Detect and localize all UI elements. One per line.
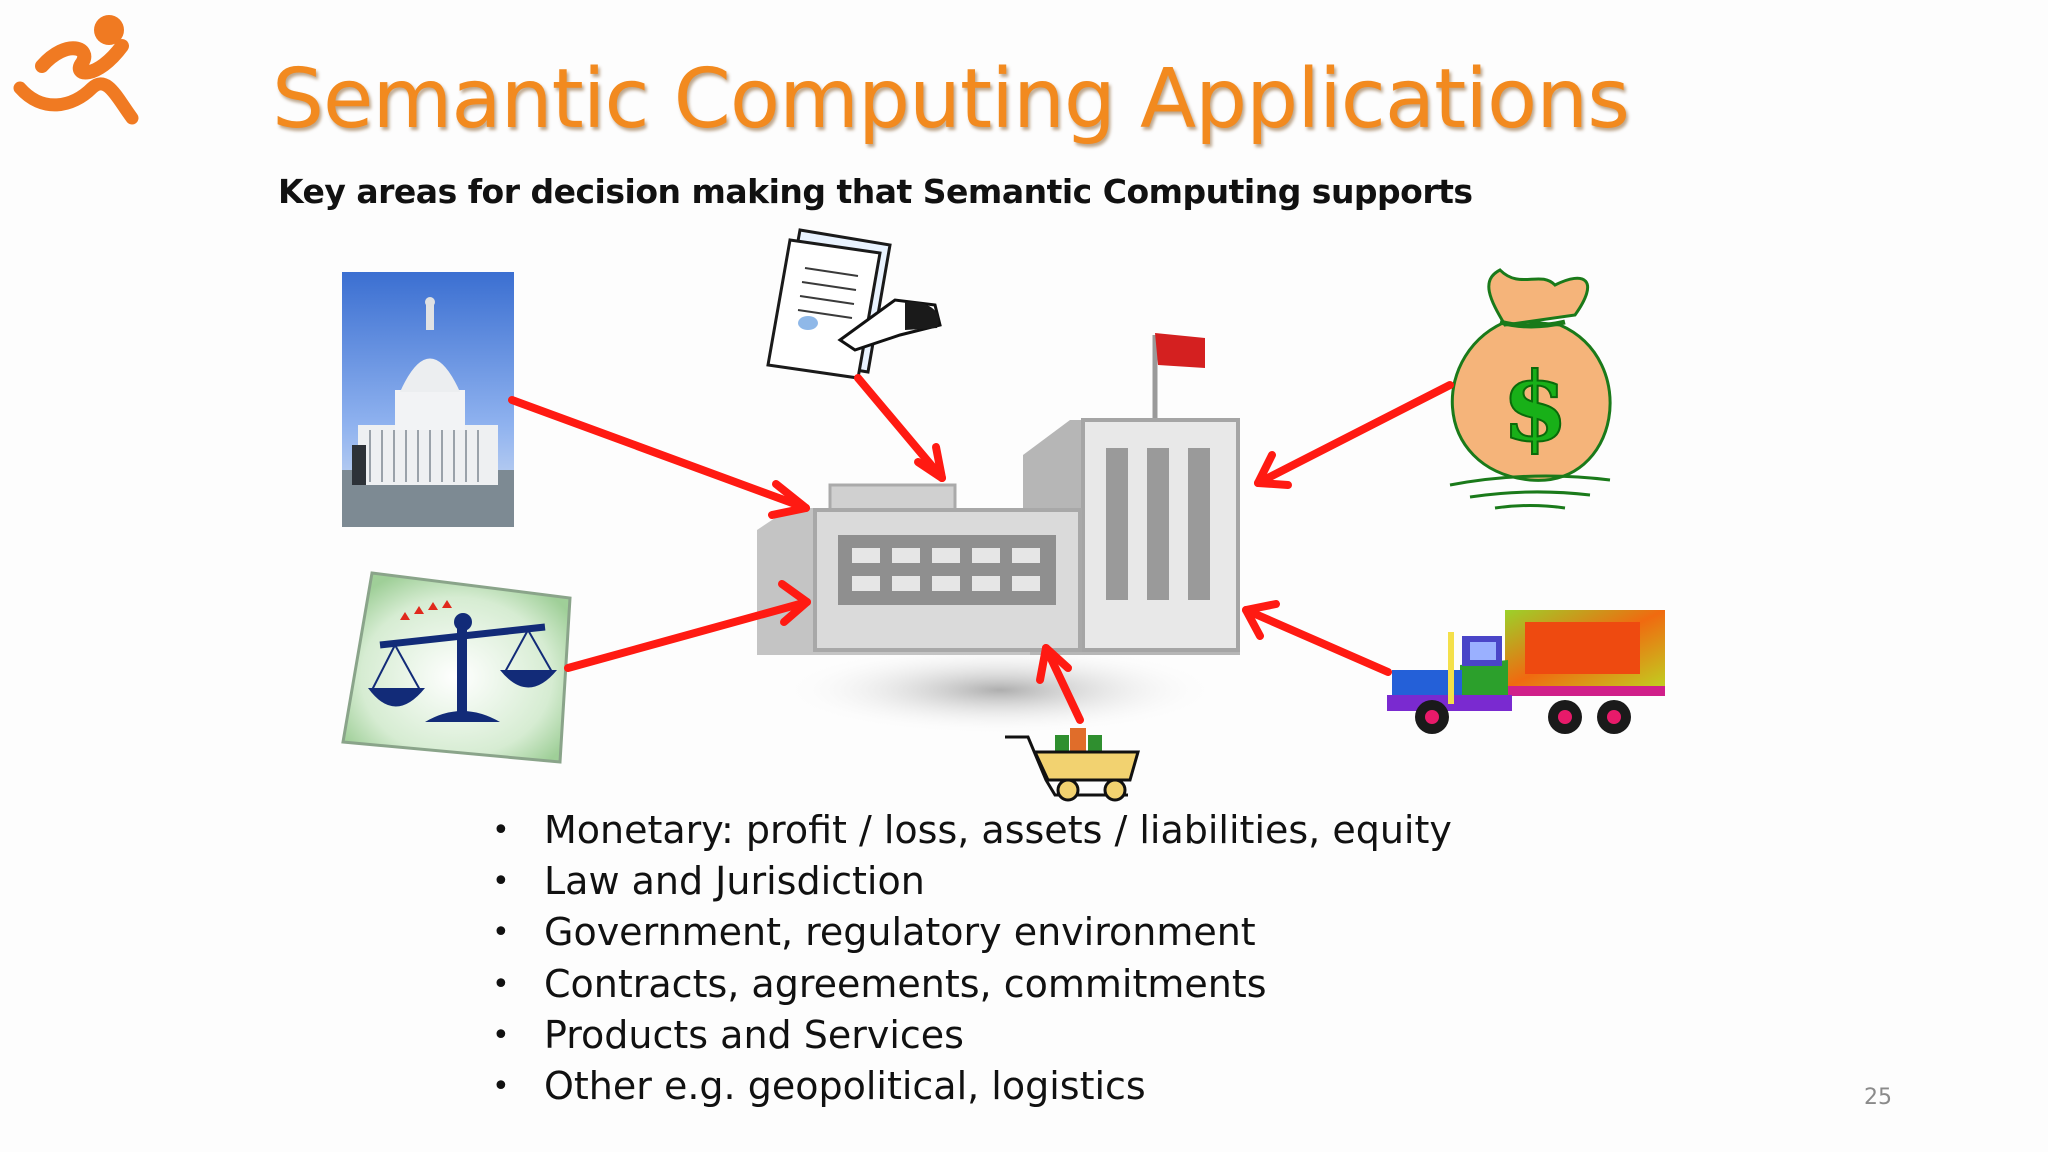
page-number: 25 — [1864, 1085, 1892, 1110]
shopping-cart-icon — [1005, 728, 1140, 802]
money-bag-icon: $ — [1449, 268, 1612, 510]
bullet-text: Products and Services — [544, 1012, 964, 1057]
bullet-marker: • — [492, 813, 510, 848]
bullet-marker: • — [492, 966, 510, 1002]
bullet-text: Monetary: profit / loss, assets / liabil… — [544, 808, 1452, 852]
bullet-item: • Contracts, agreements, commitments — [492, 959, 1452, 1010]
contract-signing-icon — [766, 228, 942, 380]
bullet-item: • Law and Jurisdiction — [492, 856, 1452, 907]
scales-of-justice-icon — [341, 571, 572, 764]
arrow-money-to-factory — [1254, 381, 1454, 489]
arrows — [508, 374, 1454, 724]
bullet-text: Government, regulatory environment — [544, 910, 1256, 955]
arrow-cart-to-factory — [1036, 644, 1084, 724]
delivery-truck-icon — [1387, 610, 1665, 734]
bullet-item: • Products and Services — [492, 1010, 1452, 1061]
arrow-capitol-to-factory — [508, 396, 810, 519]
factory-icon — [757, 333, 1240, 735]
bullet-item: • Government, regulatory environment — [492, 907, 1452, 958]
bullet-item: • Monetary: profit / loss, assets / liabi… — [492, 805, 1452, 856]
svg-text:$: $ — [1502, 352, 1568, 463]
bullet-text: Contracts, agreements, commitments — [544, 961, 1267, 1006]
slide-title: Semantic Computing Applications — [272, 52, 1630, 147]
bullet-text: Law and Jurisdiction — [544, 859, 925, 904]
bullet-marker: • — [492, 915, 510, 951]
bullet-marker: • — [492, 864, 510, 900]
bullet-marker: • — [492, 1068, 510, 1104]
slide-subtitle: Key areas for decision making that Seman… — [278, 172, 1473, 211]
bullet-list: • Monetary: profit / loss, assets / liabi… — [492, 805, 1452, 1112]
arrow-contract-to-factory — [854, 374, 946, 482]
logo-icon — [13, 15, 139, 125]
capitol-building-icon — [342, 272, 514, 527]
arrow-truck-to-factory — [1242, 600, 1392, 676]
arrow-law-to-factory — [564, 580, 811, 672]
bullet-text: Other e.g. geopolitical, logistics — [544, 1063, 1146, 1108]
bullet-marker: • — [492, 1017, 510, 1053]
bullet-item: • Other e.g. geopolitical, logistics — [492, 1061, 1452, 1112]
